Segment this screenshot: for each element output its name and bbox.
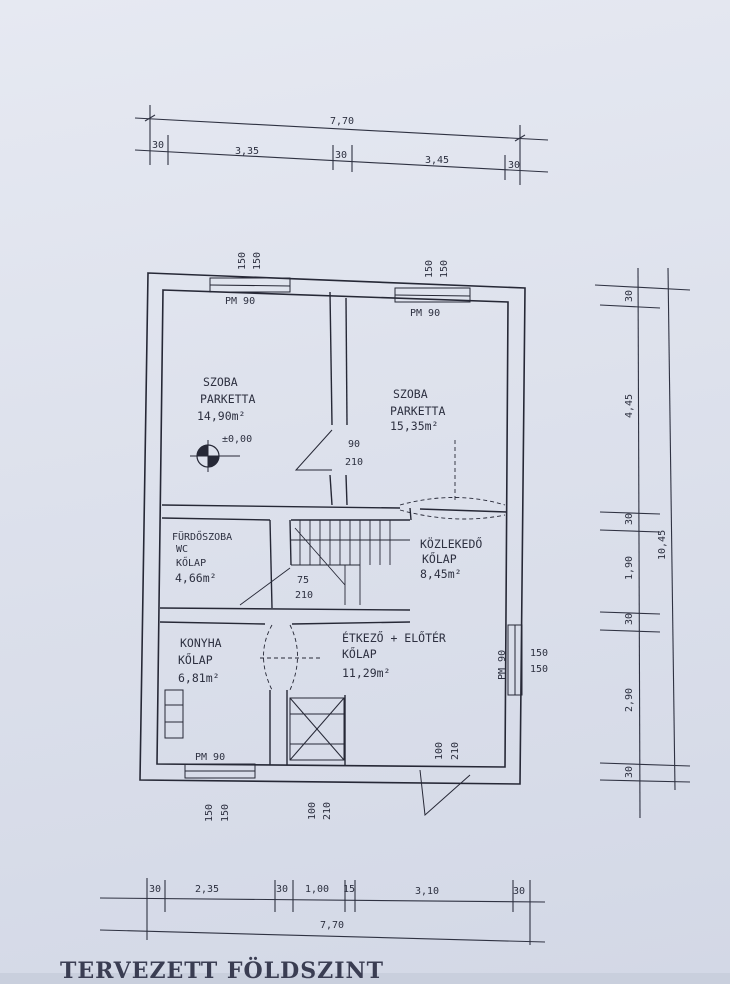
dim-bottom-seg1: 30	[149, 884, 161, 895]
dim-line-bottom-parts	[99, 897, 546, 903]
bathroom-floor: KŐLAP	[176, 555, 206, 569]
dim-bottom-seg7: 30	[513, 886, 525, 897]
pm-label-3: PM 90	[195, 752, 225, 763]
room1-name: SZOBA	[203, 375, 238, 389]
dim-top-seg4: 3,45	[425, 155, 449, 166]
win-top-right-2: 150	[439, 260, 450, 278]
door-entry-h: 210	[450, 742, 461, 760]
room2-floor: PARKETTA	[390, 404, 445, 418]
dim-right-seg7: 30	[624, 766, 635, 778]
pm-label-4: PM 90	[497, 650, 508, 680]
bathroom-sub: WC	[176, 544, 188, 555]
win-right-2: 150	[530, 664, 548, 675]
dim-right-seg6: 2,90	[624, 688, 635, 712]
dim-bottom-seg6: 3,10	[415, 886, 439, 897]
vent-block	[289, 697, 345, 761]
dim-line-top-parts	[134, 149, 549, 173]
door-entry-w: 100	[434, 742, 445, 760]
kitchen-floor: KŐLAP	[178, 652, 213, 667]
dim-right-seg3: 30	[624, 513, 635, 525]
dim-line-right-parts	[637, 267, 641, 819]
level-marker	[190, 440, 240, 472]
door-leaves	[164, 429, 471, 817]
room1-area: 14,90m²	[197, 409, 245, 423]
dim-top-seg2: 3,35	[235, 146, 259, 157]
win-top-right: 150	[424, 260, 435, 278]
door-kitchen-w: 100	[307, 802, 318, 820]
staircase	[239, 520, 410, 606]
hallway-name: KÖZLEKEDŐ	[420, 535, 482, 551]
door-arcs	[260, 440, 506, 691]
dim-bottom-seg5: 15	[343, 884, 355, 895]
kitchen-name: KONYHA	[180, 636, 222, 650]
dim-right-seg2: 4,45	[624, 394, 635, 418]
door-room2-h: 210	[345, 457, 363, 468]
bathroom-name: FÜRDŐSZOBA	[172, 529, 232, 543]
level-label: ±0,00	[222, 434, 252, 445]
outer-walls	[139, 272, 526, 785]
dining-name: ÉTKEZŐ + ELŐTÉR	[342, 630, 446, 645]
door-hall-h: 210	[295, 590, 313, 601]
door-room2-w: 90	[348, 439, 360, 450]
hallway-area: 8,45m²	[420, 567, 462, 581]
dim-right-total: 10,45	[657, 530, 668, 560]
dim-bottom-seg3: 30	[276, 884, 288, 895]
win-bottom-2: 150	[220, 804, 231, 822]
room2-area: 15,35m²	[390, 419, 438, 433]
dim-bottom-seg2: 2,35	[195, 884, 219, 895]
dim-right-seg1: 30	[624, 290, 635, 302]
dim-line-top-total	[134, 117, 549, 141]
room1-floor: PARKETTA	[200, 392, 255, 406]
dim-right-seg4: 1,90	[624, 556, 635, 580]
dim-top-total: 7,70	[330, 116, 354, 127]
dim-right-seg5: 30	[624, 613, 635, 625]
dining-floor: KŐLAP	[342, 646, 377, 661]
win-top-left-2: 150	[252, 252, 263, 270]
windows	[184, 277, 523, 779]
kitchen-area: 6,81m²	[178, 671, 220, 685]
room2-name: SZOBA	[393, 387, 428, 401]
win-right: 150	[530, 648, 548, 659]
door-kitchen-h: 210	[322, 802, 333, 820]
dining-area: 11,29m²	[342, 666, 390, 680]
dim-top-seg5: 30	[508, 160, 520, 171]
hallway-floor: KŐLAP	[422, 551, 457, 566]
interior-walls	[159, 291, 508, 765]
pm-label-1: PM 90	[225, 296, 255, 307]
dim-bottom-total: 7,70	[320, 920, 344, 931]
dim-top-seg3: 30	[335, 150, 347, 161]
dim-line-right-total	[667, 267, 676, 791]
plan-title: TERVEZETT FÖLDSZINT	[60, 958, 384, 984]
dim-top-seg1: 30	[152, 140, 164, 151]
win-bottom: 150	[204, 804, 215, 822]
dim-line-bottom-total	[99, 929, 546, 943]
dim-bottom-seg4: 1,00	[305, 884, 329, 895]
win-top-left: 150	[237, 252, 248, 270]
pm-label-2: PM 90	[410, 308, 440, 319]
door-hall-w: 75	[297, 575, 309, 586]
bathroom-area: 4,66m²	[175, 571, 217, 585]
